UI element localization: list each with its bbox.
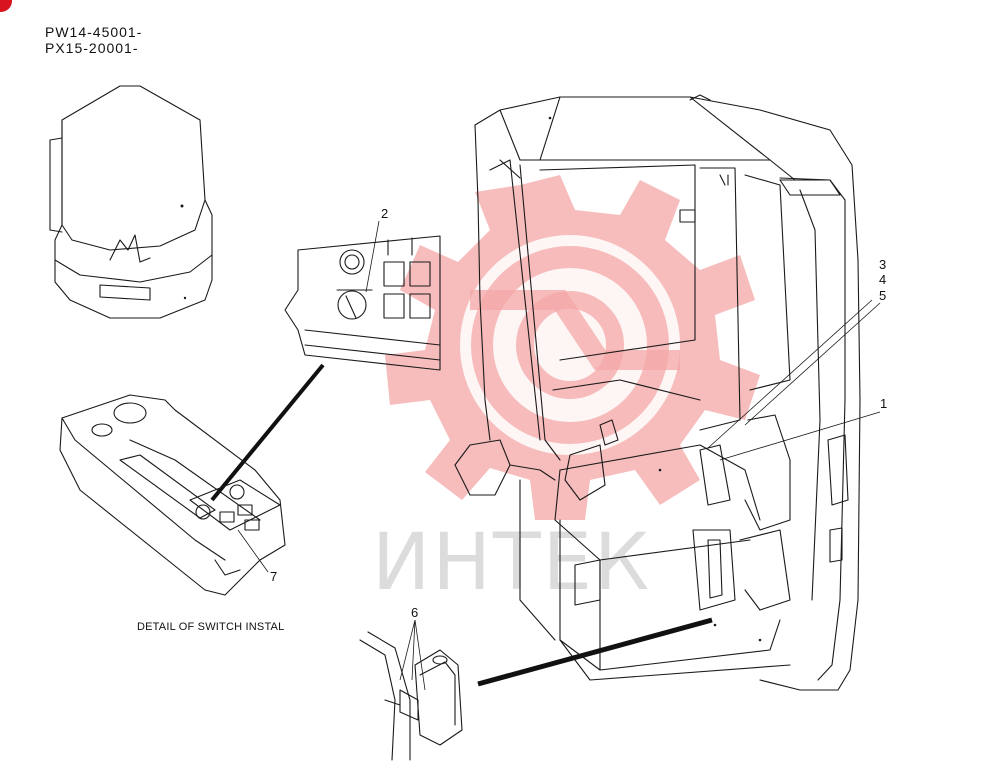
machine-overview-illustration — [49, 85, 213, 319]
leader-lines — [399, 299, 881, 691]
callout-1: 1 — [880, 396, 888, 411]
callout-3: 3 — [879, 257, 887, 272]
switch-6-detail — [359, 631, 463, 761]
callout-4: 4 — [879, 272, 887, 287]
callout-7: 7 — [270, 569, 278, 584]
cab-illustration — [454, 94, 861, 691]
console-illustration — [59, 394, 286, 596]
callout-5: 5 — [879, 288, 887, 303]
watermark-text: ИНТЕК — [372, 518, 652, 608]
callout-2: 2 — [381, 206, 389, 221]
callout-6: 6 — [411, 605, 419, 620]
detail-caption: DETAIL OF SWITCH INSTAL — [137, 621, 285, 633]
serial-number-1: PW14-45001- — [45, 24, 143, 40]
switch-panel-detail — [284, 220, 441, 371]
serial-number-2: PX15-20001- — [45, 40, 139, 56]
